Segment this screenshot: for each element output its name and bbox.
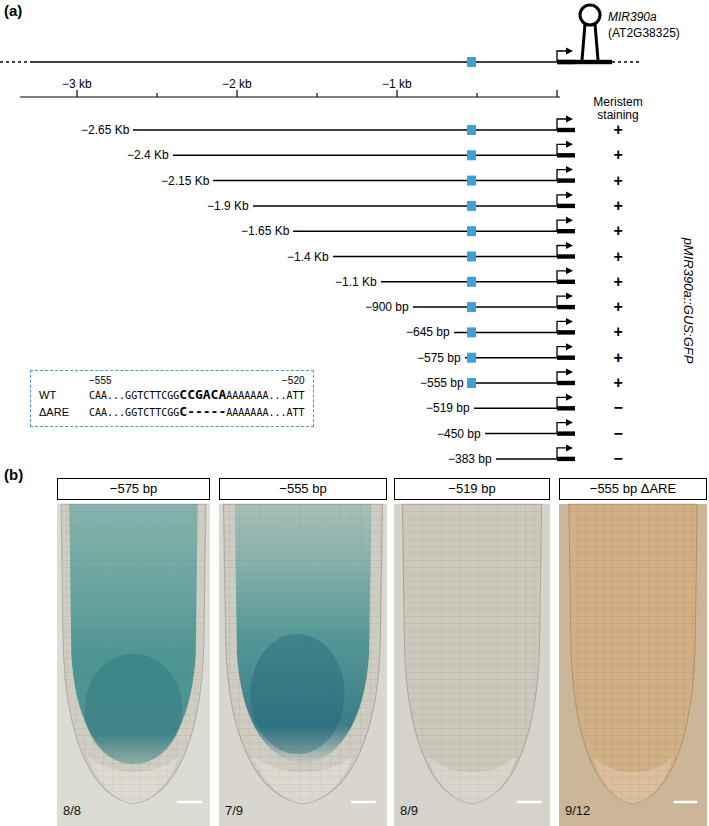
panel-header: −519 bp [394,478,550,500]
construct-label: −383 bp [448,452,492,466]
sequence-row: −555 −520 [89,375,305,387]
construct-label: −2.65 Kb [81,123,129,137]
construct-label: −1.1 Kb [335,275,377,289]
allele-label: WT [39,387,89,403]
position-label: −555 [89,375,112,387]
staining-score: + [614,274,623,290]
sequence: CAA...GGTCTTCGG [89,388,179,404]
staining-score: + [614,122,623,138]
sequence-box: −555−520WTCAA...GGTCTTCGGCCGACAAAAAAAA..… [30,370,314,427]
sequence-motif: CCGACA [179,387,226,403]
staining-score: + [614,375,623,391]
staining-score: + [614,350,623,366]
construct-label: −555 bp [420,376,464,390]
construct-name: pMIR390a::GUS:GFP [681,237,696,363]
column-header: Meristem staining [577,96,659,122]
panel-header: −555 bp [219,478,387,500]
construct-label: −2.4 Kb [127,148,169,162]
construct-label: −645 bp [406,325,450,339]
sequence-row: WTCAA...GGTCTTCGGCCGACAAAAAAAA...ATT [39,387,305,404]
gene-name: MIR390a [608,10,657,24]
root-micrograph [394,504,550,826]
hairpin-loop [580,5,600,25]
header-text: −555 bp [223,481,383,497]
sequence: AAAAAAA...ATT [226,405,304,421]
sequence: AAAAAAA...ATT [226,388,304,404]
staining-score: + [614,173,623,189]
construct-label: −450 bp [437,427,481,441]
micrograph-panel: 7/9 [219,504,387,826]
scale-label: −3 kb [62,77,92,91]
staining-score: + [614,223,623,239]
construct-label: −1.9 Kb [207,199,249,213]
root-micrograph [559,504,707,826]
root-micrograph [219,504,387,826]
hairpin-stem [582,24,598,60]
sample-fraction: 8/8 [63,803,81,818]
construct-label: −900 bp [365,300,409,314]
header-text: −555 bp ΔARE [563,481,703,497]
panel-letter: (b) [4,466,23,483]
sequence-row: ΔARECAA...GGTCTTCGGC-----AAAAAAA...ATT [39,404,305,421]
sample-fraction: 9/12 [565,803,590,818]
construct-label: −519 bp [426,401,470,415]
sample-fraction: 8/9 [400,803,418,818]
sample-fraction: 7/9 [225,803,243,818]
sequence: CAA...GGTCTTCGG [89,405,179,421]
gene-line [612,61,640,62]
micrograph-panel: 8/9 [394,504,550,826]
root-micrograph [57,504,210,826]
mirna-gene [557,60,612,64]
construct-lines [133,130,557,459]
position-label: −520 [282,375,305,387]
header-text: −575 bp [61,481,206,497]
panel-letter: (a) [4,2,22,19]
are-element [467,57,476,67]
are-elements [467,125,476,388]
allele-label: ΔARE [39,404,89,420]
staining-score: + [614,198,623,214]
staining-score: + [614,324,623,340]
gene-line [0,61,30,62]
staining-score: − [614,451,623,467]
micrograph-panel: 9/12 [559,504,707,826]
staining-score: + [614,299,623,315]
staining-score: − [614,400,623,416]
header-text: −519 bp [398,481,546,497]
sequence-deletion: ----- [187,404,226,420]
scale-ruler [20,90,560,97]
staining-score: − [614,426,623,442]
panel-header: −575 bp [57,478,210,500]
staining-score: + [614,249,623,265]
gene-line [30,61,557,63]
staining-score: + [614,147,623,163]
construct-label: −1.65 Kb [241,224,289,238]
construct-label: −575 bp [417,351,461,365]
scale-label: −1 kb [382,77,412,91]
sequence-motif: C [179,404,187,420]
gene-id: (AT2G38325) [608,26,680,40]
construct-label: −2.15 Kb [161,174,209,188]
scale-label: −2 kb [222,77,252,91]
construct-label: −1.4 Kb [287,250,329,264]
panel-header: −555 bp ΔARE [559,478,707,500]
micrograph-panel: 8/8 [57,504,210,826]
transcription-starts [557,116,575,462]
